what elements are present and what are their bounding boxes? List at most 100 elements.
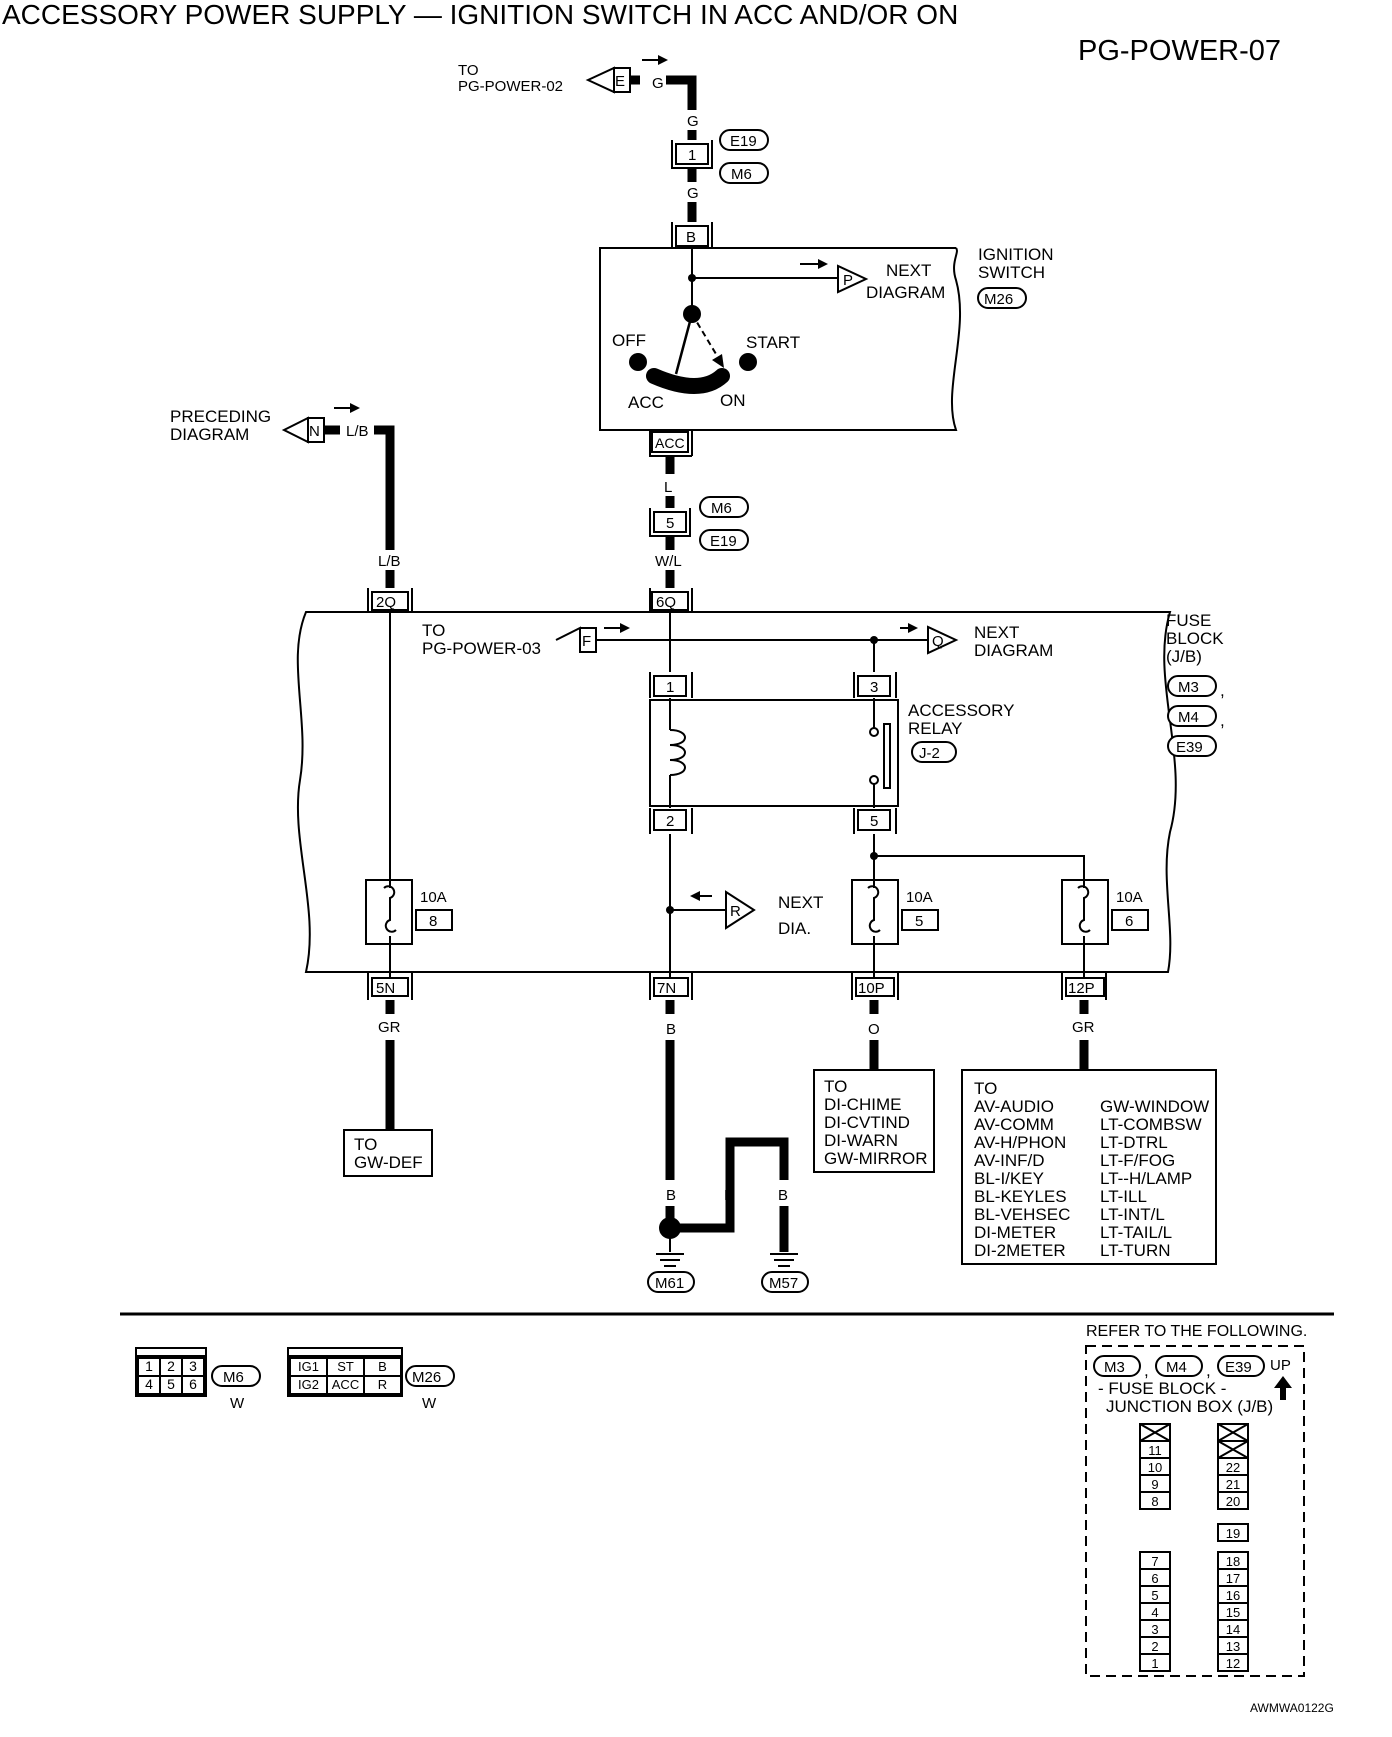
wire-color-wl: W/L	[655, 553, 682, 570]
conn-tag-e19-top	[719, 129, 769, 151]
legend-tag-m26	[405, 1365, 455, 1387]
conn-tag-m3	[1167, 675, 1217, 697]
legend-cell-label: 1	[145, 1358, 153, 1374]
fuse-slot-label: 13	[1226, 1639, 1240, 1654]
junction-box-label-2: JUNCTION BOX (J/B)	[1106, 1397, 1273, 1416]
wire-lb	[374, 425, 395, 550]
fuse-6-num: 6	[1125, 913, 1133, 930]
legend-cell-label: IG1	[298, 1359, 319, 1374]
flag-n-arrow	[281, 416, 309, 444]
legend-m26-color: W	[422, 1395, 437, 1412]
wire-b-ground-loop	[680, 1137, 789, 1233]
terminal-7n-bracket	[649, 972, 693, 1000]
av-target-left-item: DI-2METER	[974, 1241, 1066, 1260]
ground-tag-m61	[647, 1271, 695, 1293]
fuse-5-num-box	[901, 909, 939, 931]
av-target-right-item: LT-ILL	[1100, 1187, 1147, 1206]
flag-n-letter: N	[309, 423, 320, 440]
av-target-left-item: AV-INF/D	[974, 1151, 1045, 1170]
terminal-5n-bracket	[367, 972, 413, 1000]
conn-tag-m26	[977, 287, 1027, 309]
fuse-slot	[1139, 1653, 1171, 1672]
switch-arrowhead	[712, 354, 724, 368]
to-pg-power-02-target: PG-POWER-02	[458, 78, 563, 95]
diagram-title: ACCESSORY POWER SUPPLY — IGNITION SWITCH…	[2, 0, 958, 30]
fuse-slot-label: 1	[1151, 1656, 1158, 1671]
terminal-b-bracket	[671, 222, 713, 248]
terminal-7n-label: 7N	[657, 980, 676, 997]
terminal-12p-bracket	[1061, 972, 1107, 1000]
conn-e19-top-label: E19	[730, 133, 757, 150]
fuse-6-symbol	[1077, 880, 1091, 944]
fuse-slot	[1139, 1491, 1171, 1510]
av-target-right-item: LT-TAIL/L	[1100, 1223, 1172, 1242]
conn-tag-m4	[1167, 705, 1217, 727]
di-target-line: DI-CVTIND	[824, 1113, 910, 1132]
fuse-5-num: 5	[915, 913, 923, 930]
legend-tag-m6	[211, 1365, 261, 1387]
wire-color-o: O	[868, 1021, 880, 1038]
fuse-slot-label: 18	[1226, 1554, 1240, 1569]
flow-arrowhead-r	[690, 891, 700, 901]
legend-cell-label: ST	[337, 1359, 354, 1374]
flag-r-box	[725, 890, 756, 930]
switch-acc-on-bar	[646, 368, 730, 394]
terminal-10p-bracket	[851, 972, 899, 1000]
fuse-slot-label: 12	[1226, 1656, 1240, 1671]
conn-tag-m6-mid	[699, 496, 749, 518]
ground-m57-icon	[770, 1253, 798, 1267]
to-pg-power-03-label: TO	[422, 621, 445, 640]
conn-tag-e39	[1167, 735, 1217, 757]
fuse-slot-label: 15	[1226, 1605, 1240, 1620]
terminal-acc-box	[651, 431, 689, 453]
legend-m6-key	[135, 1347, 207, 1356]
av-targets-right: GW-WINDOWLT-COMBSWLT-DTRLLT-F/FOGLT--H/L…	[1100, 1097, 1209, 1260]
av-target-right-item: LT-TURN	[1100, 1241, 1171, 1260]
wire-color-b: B	[666, 1021, 676, 1038]
fuse-8-num: 8	[429, 913, 437, 930]
fuse-slot-cross	[1217, 1423, 1249, 1442]
av-targets-left: AV-AUDIOAV-COMMAV-H/PHONAV-INF/DBL-I/KEY…	[974, 1097, 1070, 1260]
relay-switch-bar	[883, 723, 891, 789]
di-target-line: DI-WARN	[824, 1131, 898, 1150]
flag-q-letter: Q	[932, 633, 944, 650]
terminal-2q-bracket	[367, 588, 413, 612]
wire-g-top	[666, 75, 697, 110]
refer-title: REFER TO THE FOLLOWING.	[1086, 1323, 1307, 1340]
relay-pin-5-box	[857, 809, 891, 831]
fuse-block-label-2: BLOCK	[1166, 629, 1224, 648]
relay-label-2: RELAY	[908, 719, 963, 738]
conn-m26-label: M26	[984, 291, 1013, 308]
ground-m61-icon	[656, 1253, 684, 1267]
av-target-left-item: AV-AUDIO	[974, 1097, 1054, 1116]
terminal-6q-bracket	[649, 588, 693, 612]
comma-1: ,	[1220, 681, 1225, 700]
fuse-slot	[1217, 1653, 1249, 1672]
conn-pin-5: 5	[666, 515, 674, 532]
fuse-8-symbol	[383, 880, 397, 944]
av-target-left-item: BL-KEYLES	[974, 1187, 1067, 1206]
relay-pin-2-box	[653, 809, 687, 831]
relay-pin-2-bracket	[649, 808, 693, 834]
terminal-b-label: B	[686, 229, 696, 246]
switch-contact-acc	[674, 313, 694, 375]
fuse-slot-label: 3	[1151, 1622, 1158, 1637]
wire-color-lb-top: L/B	[346, 423, 369, 440]
conn-pin-5-box	[653, 511, 687, 533]
relay-pin-1-box	[653, 675, 687, 697]
di-target-line: TO	[824, 1077, 847, 1096]
switch-contact-off	[629, 353, 647, 371]
fuse-block-label-1: FUSE	[1166, 611, 1211, 630]
gw-def-box	[343, 1129, 433, 1177]
relay-pin-3: 3	[870, 679, 878, 696]
av-target-right-item: LT-INT/L	[1100, 1205, 1165, 1224]
fuse-slot-label: 9	[1151, 1477, 1158, 1492]
fuse-6-amp: 10A	[1116, 889, 1143, 906]
flag-f-letter: F	[582, 633, 591, 650]
terminal-acc-bracket-left	[649, 430, 692, 457]
relay-coil	[669, 729, 686, 776]
fuse-slot-label: 10	[1148, 1460, 1162, 1475]
ignition-switch-label-2: SWITCH	[978, 263, 1045, 282]
